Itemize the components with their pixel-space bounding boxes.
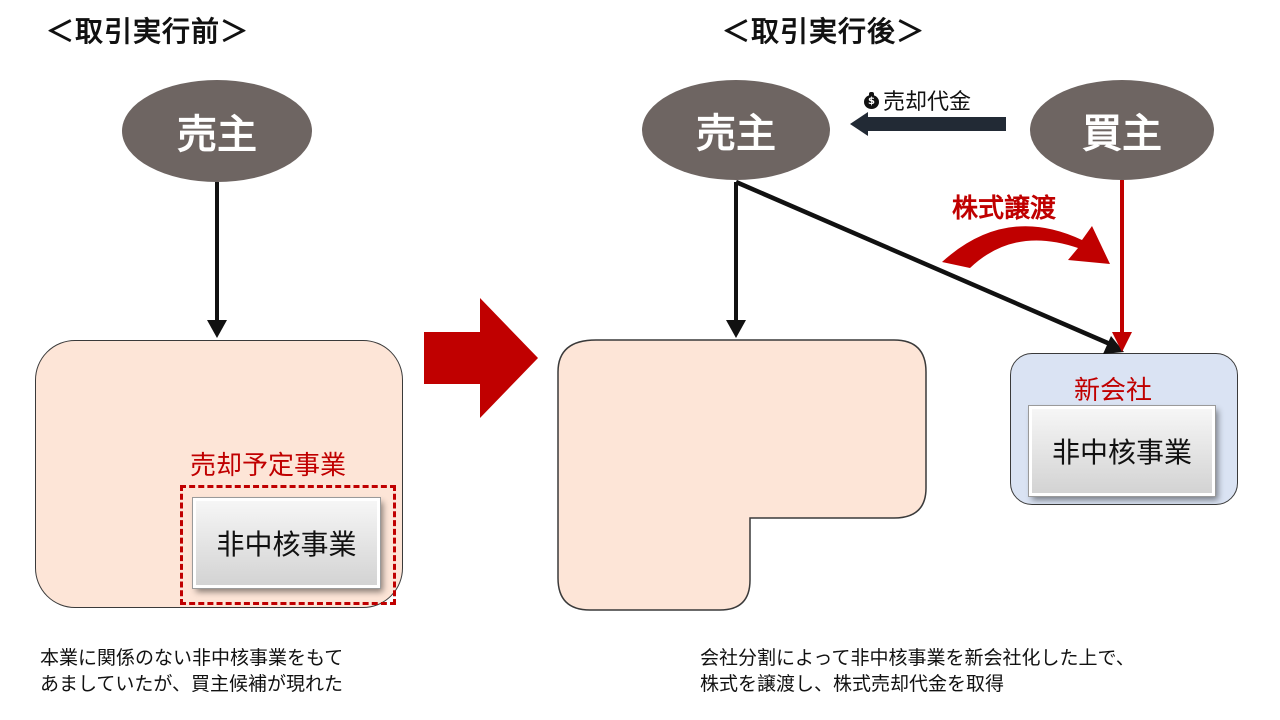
- before-caption-line2: あましていたが、買主候補が現れた: [40, 673, 344, 695]
- before-non-core-business-box: 非中核事業: [192, 497, 381, 589]
- before-caption-line1: 本業に関係のない非中核事業をもて: [40, 647, 344, 669]
- planned-business-label: 売却予定事業: [190, 451, 347, 481]
- sale-proceeds-arrow-body: [866, 117, 1006, 131]
- after-seller-label: 売主: [696, 111, 776, 157]
- before-seller-ellipse: 売主: [122, 80, 312, 182]
- right-arrow-icon: [424, 298, 538, 418]
- after-caption-line1: 会社分割によって非中核事業を新会社化した上で、: [700, 647, 1135, 669]
- seller-to-newco-arrowhead: [1103, 336, 1124, 354]
- after-heading: ＜取引実行後＞: [722, 15, 926, 48]
- share-transfer-curved-arrow: [942, 226, 1110, 268]
- sale-proceeds-label: 売却代金: [864, 84, 971, 116]
- before-non-core-business-label: 非中核事業: [216, 528, 357, 561]
- remaining-company-shape: [557, 339, 927, 611]
- money-bag-icon: [864, 91, 879, 109]
- new-company-label: 新会社: [1074, 376, 1153, 406]
- after-non-core-business-label: 非中核事業: [1051, 436, 1192, 469]
- planned-business-frame: [180, 485, 396, 605]
- after-ownership-arrowhead: [726, 320, 746, 338]
- share-transfer-label: 株式譲渡: [952, 194, 1057, 224]
- before-caption: 本業に関係のない非中核事業をもて あましていたが、買主候補が現れた: [40, 645, 343, 697]
- buyer-to-newco-arrowhead: [1112, 332, 1132, 352]
- after-non-core-business-box: 非中核事業: [1028, 405, 1216, 497]
- before-heading: ＜取引実行前＞: [46, 15, 250, 48]
- after-caption-line2: 株式を譲渡し、株式売却代金を取得: [700, 673, 1005, 695]
- sale-proceeds-text: 売却代金: [883, 90, 972, 115]
- buyer-ellipse: 買主: [1030, 80, 1214, 180]
- buyer-label: 買主: [1082, 111, 1162, 157]
- before-ownership-arrowhead: [207, 320, 227, 338]
- before-seller-label: 売主: [177, 112, 257, 158]
- after-seller-ellipse: 売主: [642, 80, 830, 180]
- after-caption: 会社分割によって非中核事業を新会社化した上で、 株式を譲渡し、株式売却代金を取得: [700, 645, 1135, 697]
